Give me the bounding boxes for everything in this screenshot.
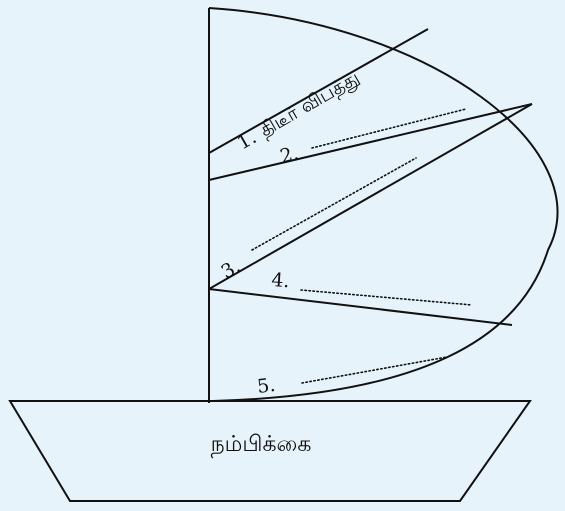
section-1-text: திடீர் விபத்து	[256, 67, 364, 143]
section-5-number: 5.	[256, 374, 277, 398]
sail-section-5: 5.	[256, 374, 277, 398]
sail-divider-3	[208, 103, 533, 290]
sail-divider-4	[208, 288, 513, 326]
section-3-number: 3.	[218, 255, 245, 283]
boat-hull	[8, 400, 532, 502]
section-4-answer-dots	[300, 289, 473, 306]
sail-section-4: 4.	[271, 269, 291, 292]
sail-section-3: 3.	[218, 255, 245, 283]
section-5-answer-dots	[301, 356, 448, 384]
sail-section-1: 1. திடீர் விபத்து	[234, 67, 364, 155]
section-4-number: 4.	[271, 269, 291, 292]
sail-section-2: 2.	[278, 142, 301, 168]
sail-divider-1	[208, 28, 429, 154]
section-2-number: 2.	[278, 142, 301, 168]
boat-label: நம்பிக்கை	[211, 432, 312, 458]
section-3-answer-dots	[251, 157, 417, 251]
sail-outline	[208, 7, 559, 402]
section-1-number: 1.	[234, 126, 261, 154]
sail-divider-2	[208, 103, 533, 181]
section-2-answer-dots	[311, 108, 467, 149]
